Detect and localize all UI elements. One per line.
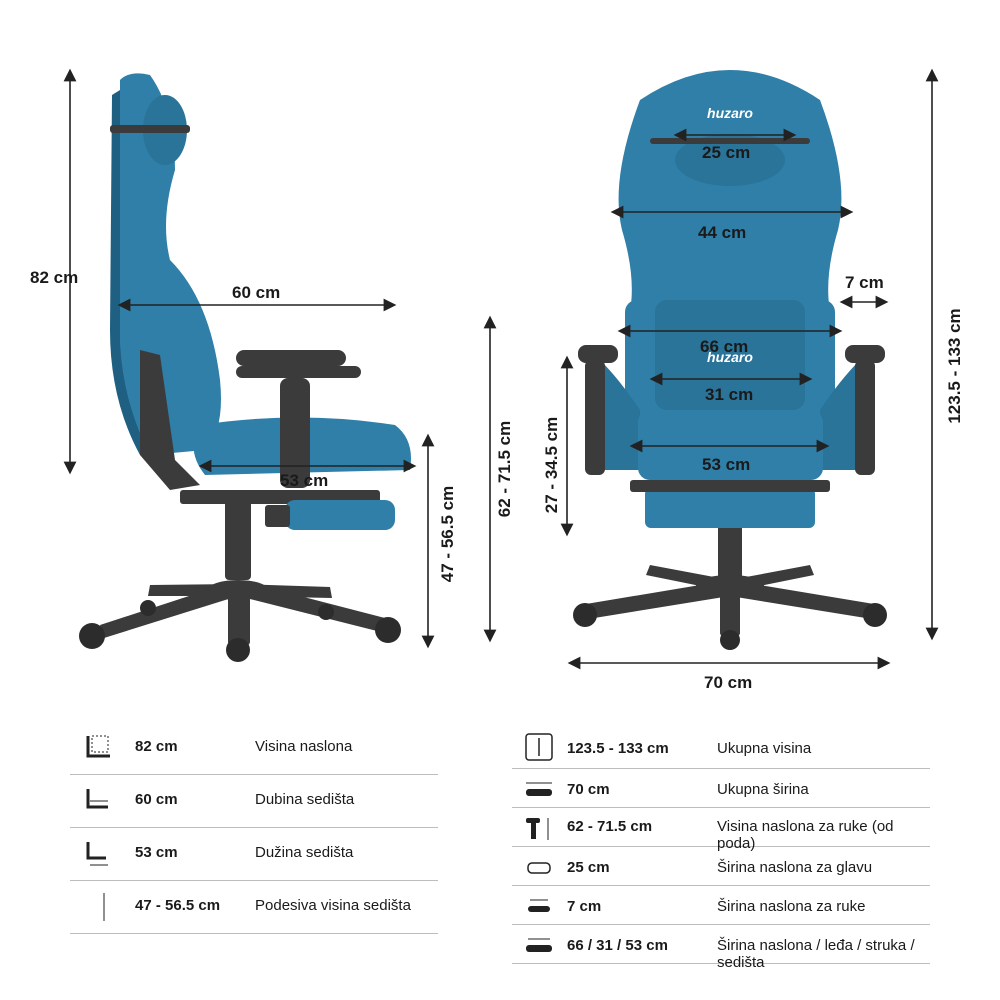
armrest-height-label: 62 - 71.5 cm — [495, 420, 514, 518]
total-height-label: 123.5 - 133 cm — [945, 308, 964, 424]
spec-label: Širina naslona za ruke — [717, 898, 866, 915]
headrest-width-label: 25 cm — [702, 143, 751, 162]
backrest-height-icon — [86, 735, 110, 758]
total-width-top-label: 66 cm — [700, 337, 749, 356]
spec-value: 70 cm — [567, 781, 610, 798]
back-width-label: 44 cm — [698, 223, 747, 242]
seat-depth-label: 60 cm — [232, 283, 281, 302]
spec-value: 53 cm — [135, 844, 178, 861]
seat-height-label: 47 - 56.5 cm — [438, 485, 457, 583]
armrest-width-icon — [528, 899, 550, 912]
spec-row: 7 cm Širina naslona za ruke — [512, 886, 930, 925]
total-height-icon — [525, 733, 553, 761]
spec-label: Visina naslona za ruke (od poda) — [717, 818, 894, 852]
spec-label: Podesiva visina sedišta — [255, 897, 411, 914]
spec-row: 70 cm Ukupna širina — [512, 769, 930, 808]
seat-length-icon — [86, 842, 108, 866]
spec-value: 62 - 71.5 cm — [567, 818, 653, 835]
brand-logo-top: huzaro — [707, 105, 753, 121]
spec-value: 25 cm — [567, 859, 610, 876]
spec-value: 60 cm — [135, 791, 178, 808]
waist-width-label: 31 cm — [705, 385, 754, 404]
specs-table-left: 82 cm Visina naslona 60 cm Dubina sedišt… — [70, 722, 438, 934]
seat-width-label: 53 cm — [702, 455, 751, 474]
spec-label: Ukupna širina — [717, 781, 809, 798]
spec-row: 53 cm Dužina sedišta — [70, 828, 438, 881]
widths-icon — [526, 938, 552, 952]
spec-row: 82 cm Visina naslona — [70, 722, 438, 775]
armrest-width-label: 7 cm — [845, 273, 884, 292]
total-width-label: 70 cm — [704, 673, 753, 692]
spec-row: 25 cm Širina naslona za glavu — [512, 847, 930, 886]
seat-depth-icon — [86, 789, 108, 809]
chair-illustration: huzaro huzaro — [63, 68, 939, 670]
spec-label: Širina naslona za glavu — [717, 859, 873, 876]
spec-label: Ukupna visina — [717, 740, 812, 757]
side-view-chair — [79, 73, 411, 662]
spec-value: 47 - 56.5 cm — [135, 897, 221, 914]
headrest-width-icon — [527, 862, 551, 874]
spec-row: 47 - 56.5 cm Podesiva visina sedišta — [70, 881, 438, 934]
spec-label: Širina naslona / leđa / struka / sedišta — [717, 937, 915, 971]
total-width-icon — [526, 782, 552, 796]
spec-row: 60 cm Dubina sedišta — [70, 775, 438, 828]
seat-length-label: 53 cm — [280, 471, 329, 490]
spec-value: 66 / 31 / 53 cm — [567, 937, 668, 954]
brand-logo-lumbar: huzaro — [707, 349, 753, 365]
spec-label: Visina naslona — [255, 738, 353, 755]
specs-table-right: 123.5 - 133 cm Ukupna visina 70 cm Ukupn… — [512, 722, 930, 971]
spec-label: Dubina sedišta — [255, 791, 355, 808]
spec-value: 82 cm — [135, 738, 178, 755]
seat-height-icon — [103, 893, 105, 921]
spec-row: 66 / 31 / 53 cm Širina naslona / leđa / … — [512, 925, 930, 971]
spec-value: 7 cm — [567, 898, 602, 915]
spec-row: 62 - 71.5 cm Visina naslona za ruke (od … — [512, 808, 930, 852]
spec-label: Dužina sedišta — [255, 844, 354, 861]
lumbar-height-label: 27 - 34.5 cm — [542, 416, 561, 514]
armrest-height-icon — [526, 818, 549, 840]
spec-row: 123.5 - 133 cm Ukupna visina — [512, 722, 930, 769]
spec-value: 123.5 - 133 cm — [567, 740, 669, 757]
backrest-height-label: 82 cm — [30, 268, 79, 287]
